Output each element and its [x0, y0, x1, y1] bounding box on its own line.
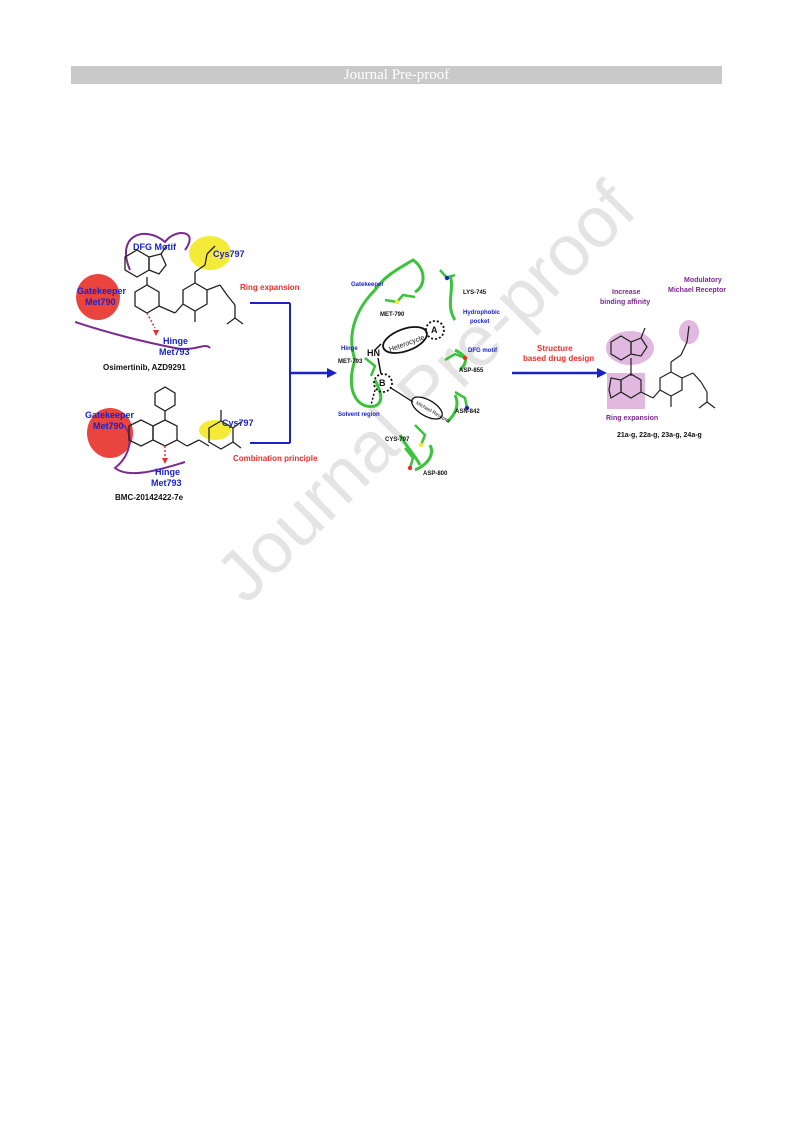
combination-principle-label: Combination principle: [233, 454, 318, 463]
ring-expansion-right-label: Ring expansion: [606, 415, 658, 422]
solvent-region-label: Solvent region: [338, 412, 380, 418]
compounds-label: 21a-g, 22a-g, 23a-g, 24a-g: [617, 432, 702, 439]
gatekeeper-center-label: Gatekeeper: [351, 282, 384, 288]
cys797-highlight: [189, 236, 231, 270]
met790-center-label: MET-790: [380, 312, 405, 318]
structure-based-arrow: Structure based drug design: [512, 344, 607, 378]
asp800-label: ASP-800: [423, 471, 448, 477]
gatekeeper-label-2: Gatekeeper: [85, 410, 135, 420]
journal-header-bar: Journal Pre-proof: [71, 66, 722, 84]
figure-svg: DFG Motif Cys797 Gatekeeper Met790 Hinge…: [74, 231, 726, 502]
lys745-label: LYS-745: [463, 290, 487, 296]
met793-label: Met793: [159, 347, 190, 357]
asn842-label: ASN-842: [455, 409, 480, 415]
bmc-caption: BMC-20142422-7e: [115, 493, 184, 502]
cys797-label: Cys797: [213, 249, 245, 259]
cys797-label-2: Cys797: [222, 418, 254, 428]
ring-b-label: B: [379, 378, 386, 388]
cys797-highlight-2: [199, 420, 231, 440]
designed-compounds: Increase binding affinity Modulatory Mic…: [600, 277, 726, 439]
combination-arrows: Ring expansion Combination principle: [233, 283, 337, 463]
gatekeeper-highlight-2: [87, 408, 133, 458]
ring-expansion-label: Ring expansion: [240, 283, 300, 292]
modulatory-label: Modulatory: [684, 277, 722, 284]
hinge-loop-line: [74, 321, 211, 350]
pocket-label: pocket: [470, 319, 489, 325]
michael-receptor-label: Michael Receptor: [668, 287, 726, 294]
met790-label: Met790: [85, 297, 116, 307]
hinge-label-2: Hinge: [155, 467, 180, 477]
dfg-loop-line: [124, 231, 191, 271]
dfg-motif-label: DFG Motif: [133, 242, 177, 252]
binding-affinity-label: binding affinity: [600, 299, 650, 306]
based-drug-design-label: based drug design: [523, 354, 594, 363]
met793-label-2: Met793: [151, 478, 182, 488]
hydrophobic-label: Hydrophobic: [463, 310, 501, 316]
drug-design-figure: DFG Motif Cys797 Gatekeeper Met790 Hinge…: [74, 230, 765, 530]
met793-center-label: MET-793: [338, 359, 363, 365]
met790-label-2: Met790: [93, 421, 124, 431]
binding-pocket: Heterocycle A B Michael Receptor HN Gate…: [338, 258, 501, 477]
structure-label: Structure: [537, 344, 573, 353]
ring-a-circle: [425, 320, 445, 340]
ring-b-circle: [373, 373, 393, 393]
bmc-structure: Cys797 Gatekeeper Met790 Hinge Met793 BM…: [85, 386, 254, 502]
dfg-motif-center-label: DFG motif: [468, 348, 498, 354]
journal-header-title: Journal Pre-proof: [343, 67, 450, 83]
michael-receptor-highlight: [679, 320, 699, 344]
hinge-center-label: Hinge: [341, 346, 358, 352]
gatekeeper-label: Gatekeeper: [77, 286, 127, 296]
osimertinib-structure: DFG Motif Cys797 Gatekeeper Met790 Hinge…: [74, 231, 245, 372]
asp855-label: ASP-855: [459, 368, 484, 374]
gatekeeper-highlight: [76, 274, 120, 320]
hinge-label: Hinge: [163, 336, 188, 346]
cys797-center-label: CYS-797: [385, 437, 410, 443]
michael-receptor-ellipse: [411, 396, 443, 420]
osimertinib-caption: Osimertinib, AZD9291: [103, 363, 186, 372]
hn-label: HN: [367, 348, 380, 358]
ring-a-label: A: [431, 325, 438, 335]
increase-label: Increase: [612, 289, 641, 296]
